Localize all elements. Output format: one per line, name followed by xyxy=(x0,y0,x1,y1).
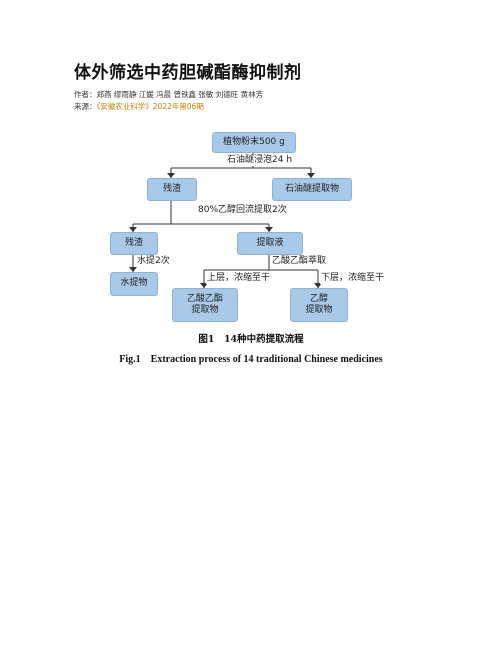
arrow-pe xyxy=(307,173,315,178)
flowchart-connectors xyxy=(129,152,322,288)
node-water-extract: 水提物 xyxy=(110,272,158,296)
arrow-residue2 xyxy=(129,227,137,232)
authors-label: 作者： xyxy=(74,90,97,99)
arrow-extract xyxy=(265,227,273,232)
authors-value[interactable]: 郑燕 缪雨静 江媛 冯晨 曾铁鑫 张敏 刘德旺 黄林芳 xyxy=(96,90,264,99)
arrow-water xyxy=(129,267,137,272)
node-residue-1: 残渣 xyxy=(147,178,197,201)
figure-caption-en: Fig.1 Extraction process of 14 tradition… xyxy=(119,354,383,365)
arrow-residue1 xyxy=(167,173,175,178)
arrow-ea xyxy=(200,283,208,288)
edge-label-soak: 石油醚浸泡24 h xyxy=(226,155,294,166)
source-label: 来源： xyxy=(74,102,97,111)
edge-label-reflux: 80%乙醇回流提取2次 xyxy=(197,205,288,216)
figure-caption-cn: 图1 14种中药提取流程 xyxy=(198,334,304,345)
source-line: 来源：《安徽农业科学》2022年第06期 xyxy=(74,101,204,112)
article-title: 体外筛选中药胆碱酯酶抑制剂 xyxy=(74,63,302,83)
edge-label-upper: 上层，浓缩至干 xyxy=(206,273,272,284)
node-ea-extract: 乙酸乙酯 提取物 xyxy=(172,288,238,322)
extraction-flowchart: 植物粉末500 g 石油醚浸泡24 h 残渣 石油醚提取物 80%乙醇回流提取2… xyxy=(110,132,386,322)
edge-label-ea-extraction: 乙酸乙酯萃取 xyxy=(271,256,328,267)
authors-line: 作者：郑燕 缪雨静 江媛 冯晨 曾铁鑫 张敏 刘德旺 黄林芳 xyxy=(74,89,263,100)
node-extract-liquid: 提取液 xyxy=(237,232,303,255)
source-value[interactable]: 《安徽农业科学》2022年第06期 xyxy=(96,102,204,111)
node-plant-powder: 植物粉末500 g xyxy=(212,132,296,153)
node-pe-extract: 石油醚提取物 xyxy=(272,178,352,201)
edge-label-lower: 下层，浓缩至干 xyxy=(320,273,386,284)
arrow-ethanol xyxy=(314,283,322,288)
node-residue-2: 残渣 xyxy=(110,232,158,255)
node-ethanol-extract: 乙醇 提取物 xyxy=(290,288,348,322)
edge-label-water: 水提2次 xyxy=(136,256,171,267)
